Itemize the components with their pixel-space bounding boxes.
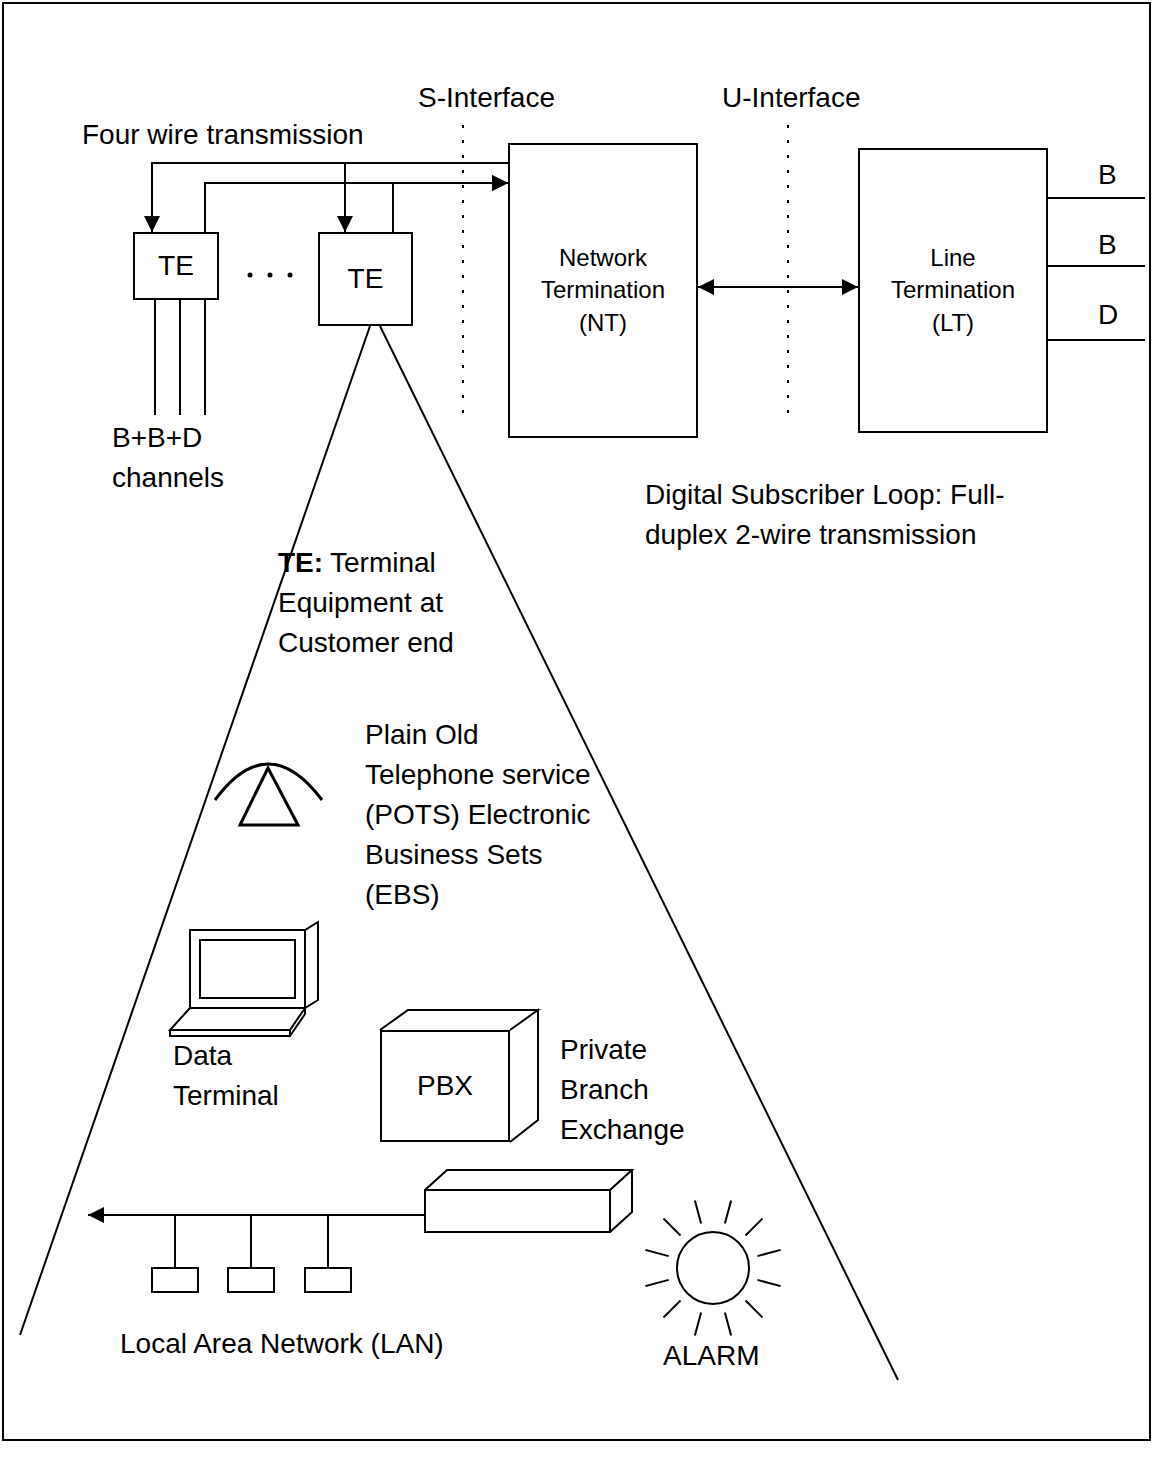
network-termination-box: Network Termination (NT) bbox=[508, 143, 698, 438]
ellipsis-dots bbox=[248, 273, 293, 278]
lan-drop bbox=[250, 1215, 252, 1268]
signal-connector bbox=[393, 183, 508, 232]
frame bbox=[3, 3, 1150, 1440]
terminal-box: TE bbox=[133, 232, 219, 300]
node-text: PBX bbox=[417, 1067, 473, 1105]
cone-edge bbox=[20, 326, 370, 1335]
node-text: TE bbox=[158, 247, 194, 285]
equipment-label: Private Branch Exchange bbox=[560, 1030, 730, 1150]
interface-label: S-Interface bbox=[418, 78, 555, 118]
node-text: TE bbox=[348, 260, 384, 298]
loop-note: Digital Subscriber Loop: Full-duplex 2-w… bbox=[645, 475, 1005, 555]
signal-connector bbox=[345, 163, 508, 232]
signal-connector bbox=[698, 286, 858, 288]
lan-drop bbox=[174, 1215, 176, 1268]
lan-station bbox=[152, 1268, 198, 1292]
b-channel-wire bbox=[1048, 265, 1145, 267]
signal-connector bbox=[152, 163, 508, 232]
equipment-label: Data Terminal bbox=[173, 1036, 313, 1116]
equipment-label: Local Area Network (LAN) bbox=[120, 1324, 444, 1364]
s-interface-line bbox=[462, 125, 464, 420]
lan-station bbox=[305, 1268, 351, 1292]
equipment-label: Plain Old Telephone service (POTS) Elect… bbox=[365, 715, 595, 915]
channel-label: B bbox=[1098, 155, 1117, 195]
channel-wire bbox=[154, 300, 156, 415]
laptop-display bbox=[200, 940, 295, 998]
lan-station bbox=[228, 1268, 274, 1292]
b-channel-wire bbox=[1048, 197, 1145, 199]
laptop-screen bbox=[190, 922, 318, 1008]
transmission-label: Four wire transmission bbox=[82, 115, 364, 155]
lan-bus bbox=[88, 1214, 425, 1216]
channel-label: D bbox=[1098, 295, 1118, 335]
phone-base bbox=[240, 768, 298, 825]
interface-label: U-Interface bbox=[722, 78, 861, 118]
term-label: TE: bbox=[278, 543, 323, 583]
alarm-rays bbox=[645, 1200, 780, 1335]
channel-label: B bbox=[1098, 225, 1117, 265]
lan-server bbox=[425, 1170, 632, 1232]
d-channel-wire bbox=[1048, 339, 1145, 341]
node-text: Network Termination (NT) bbox=[528, 242, 678, 339]
pbx-cube bbox=[380, 1010, 538, 1142]
line-termination-box: Line Termination (LT) bbox=[858, 148, 1048, 433]
terminal-box: TE bbox=[318, 232, 413, 326]
pbx-box: PBX bbox=[380, 1030, 510, 1142]
alarm-symbol bbox=[677, 1232, 749, 1304]
lan-drop bbox=[327, 1215, 329, 1268]
signal-connector bbox=[205, 183, 508, 232]
channel-label: B+B+D channels bbox=[112, 418, 272, 498]
channel-wire bbox=[179, 300, 181, 415]
term-definition: Terminal Equipment at Customer end bbox=[278, 543, 503, 663]
channel-wire bbox=[204, 300, 206, 415]
u-interface-line bbox=[787, 125, 789, 420]
equipment-label: ALARM bbox=[663, 1336, 759, 1376]
laptop-base bbox=[170, 1008, 305, 1036]
node-text: Line Termination (LT) bbox=[878, 242, 1028, 339]
